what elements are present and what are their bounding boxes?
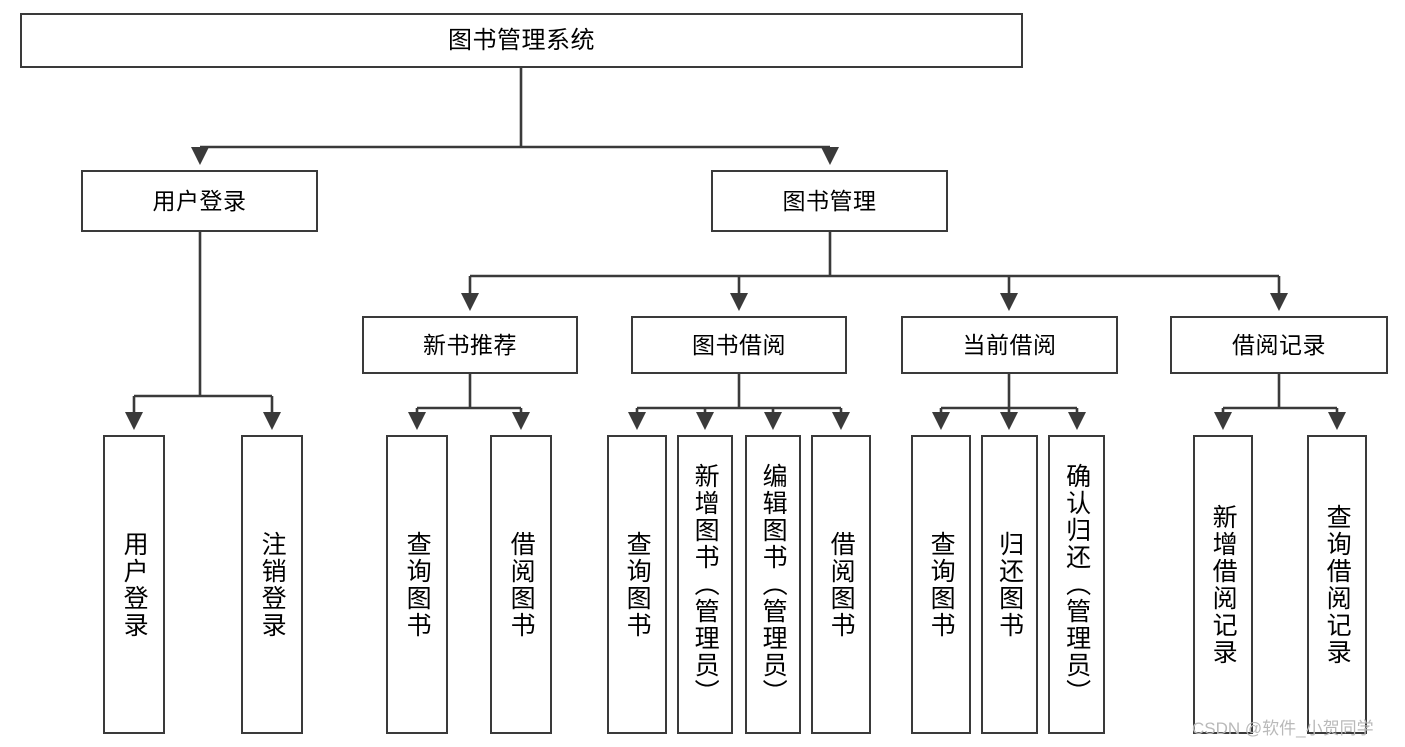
node-label: 新书推荐 xyxy=(423,331,517,358)
node-leaf-add-record[interactable]: 新增借阅记录 xyxy=(1193,435,1253,734)
node-book-borrow[interactable]: 图书借阅 xyxy=(631,316,847,374)
node-leaf-query-record[interactable]: 查询借阅记录 xyxy=(1307,435,1367,734)
node-leaf-borrow-book-2[interactable]: 借阅图书 xyxy=(811,435,871,734)
node-label: 归还图书 xyxy=(995,530,1024,639)
node-label: 新增借阅记录 xyxy=(1209,503,1238,666)
node-leaf-query-book-2[interactable]: 查询图书 xyxy=(607,435,667,734)
node-user-login[interactable]: 用户登录 xyxy=(81,170,318,232)
node-label: 借阅记录 xyxy=(1232,331,1326,358)
node-label: 借阅图书 xyxy=(507,530,536,639)
node-leaf-edit-book[interactable]: 编辑图书（管理员） xyxy=(745,435,801,734)
node-label: 图书借阅 xyxy=(692,331,786,358)
node-leaf-user-login[interactable]: 用户登录 xyxy=(103,435,165,734)
node-borrow-record[interactable]: 借阅记录 xyxy=(1170,316,1388,374)
node-label: 查询图书 xyxy=(403,530,432,639)
node-label: 用户登录 xyxy=(120,530,149,639)
node-leaf-add-book[interactable]: 新增图书（管理员） xyxy=(677,435,733,734)
node-label: 查询图书 xyxy=(623,530,652,639)
node-label: 查询图书 xyxy=(927,530,956,639)
node-root-book-management-system[interactable]: 图书管理系统 xyxy=(20,13,1023,68)
node-leaf-return-book[interactable]: 归还图书 xyxy=(981,435,1038,734)
node-leaf-query-book-3[interactable]: 查询图书 xyxy=(911,435,971,734)
node-label: 当前借阅 xyxy=(962,331,1057,358)
node-label: 查询借阅记录 xyxy=(1323,503,1352,666)
node-label: 注销登录 xyxy=(258,530,287,639)
node-new-book-recommend[interactable]: 新书推荐 xyxy=(362,316,578,374)
node-book-management[interactable]: 图书管理 xyxy=(711,170,948,232)
node-leaf-borrow-book-1[interactable]: 借阅图书 xyxy=(490,435,552,734)
node-label: 编辑图书（管理员） xyxy=(759,463,788,706)
node-label: 确认归还（管理员） xyxy=(1062,463,1091,706)
node-label: 用户登录 xyxy=(152,187,247,214)
csdn-watermark: CSDN @软件_小贺同学 xyxy=(1192,719,1374,738)
node-label: 借阅图书 xyxy=(827,530,856,639)
node-label: 图书管理系统 xyxy=(448,26,595,54)
node-leaf-query-book-1[interactable]: 查询图书 xyxy=(386,435,448,734)
node-label: 新增图书（管理员） xyxy=(691,463,720,706)
node-leaf-confirm-return[interactable]: 确认归还（管理员） xyxy=(1048,435,1105,734)
node-current-borrow[interactable]: 当前借阅 xyxy=(901,316,1118,374)
node-label: 图书管理 xyxy=(782,187,877,214)
node-leaf-logout[interactable]: 注销登录 xyxy=(241,435,303,734)
